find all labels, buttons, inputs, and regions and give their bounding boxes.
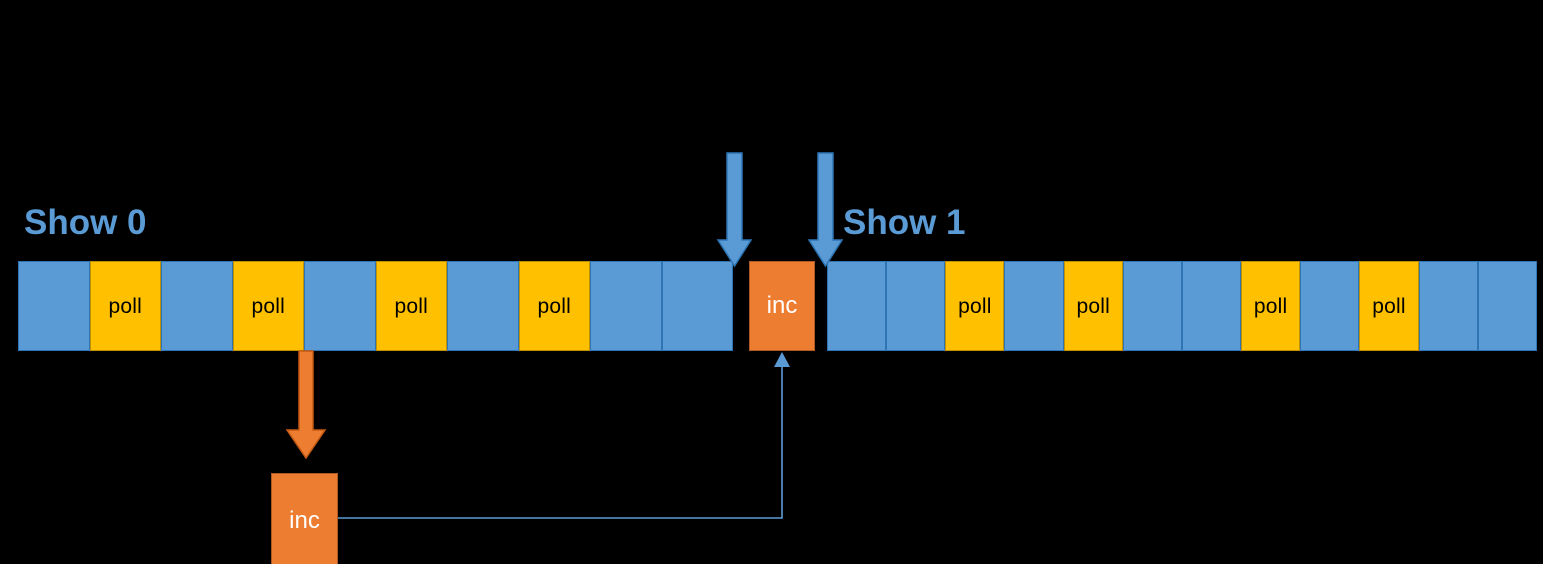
show-1-label: Show 1	[843, 203, 966, 242]
show-1-idle-block[interactable]	[1181, 261, 1242, 351]
block-label: poll	[251, 294, 285, 318]
block-label: poll	[108, 294, 142, 318]
show-1-poll-block[interactable]: poll	[1359, 261, 1419, 351]
timeline-show-0: poll poll poll poll	[18, 261, 733, 351]
block-label: poll	[537, 294, 571, 318]
show-0-label: Show 0	[24, 203, 147, 242]
show-0-poll-block[interactable]: poll	[89, 261, 161, 351]
show-0-idle-block[interactable]	[447, 261, 519, 351]
show-0-idle-block[interactable]	[661, 261, 733, 351]
orange-down-arrow-icon	[285, 350, 327, 460]
show-0-poll-block[interactable]: poll	[375, 261, 447, 351]
block-label: poll	[1253, 294, 1288, 318]
show-0-idle-block[interactable]	[161, 261, 233, 351]
block-label: poll	[1372, 294, 1406, 318]
block-label: poll	[394, 294, 428, 318]
show-1-idle-block[interactable]	[1004, 261, 1064, 351]
blue-return-connector-icon	[338, 352, 790, 519]
show-1-idle-block[interactable]	[1477, 261, 1537, 351]
inc-block-timeline[interactable]: inc	[749, 261, 815, 351]
show-0-poll-block[interactable]: poll	[232, 261, 304, 351]
blue-down-arrow-2-icon	[807, 152, 844, 268]
block-label: poll	[1076, 294, 1110, 318]
show-1-idle-block[interactable]	[886, 261, 946, 351]
show-0-idle-block[interactable]	[590, 261, 662, 351]
show-0-idle-block[interactable]	[18, 261, 90, 351]
show-1-idle-block[interactable]	[1300, 261, 1360, 351]
inc-block-detached[interactable]: inc	[271, 473, 338, 564]
show-1-idle-block[interactable]	[827, 261, 887, 351]
show-1-idle-block[interactable]	[1122, 261, 1182, 351]
show-1-poll-block[interactable]: poll	[945, 261, 1005, 351]
show-1-poll-block[interactable]: poll	[1241, 261, 1301, 351]
blue-down-arrow-1-icon	[716, 152, 753, 268]
block-label: poll	[958, 294, 992, 318]
show-1-poll-block[interactable]: poll	[1063, 261, 1123, 351]
show-1-idle-block[interactable]	[1418, 261, 1478, 351]
show-0-poll-block[interactable]: poll	[518, 261, 590, 351]
timeline-show-1: poll poll poll poll	[827, 261, 1537, 351]
show-0-idle-block[interactable]	[304, 261, 376, 351]
